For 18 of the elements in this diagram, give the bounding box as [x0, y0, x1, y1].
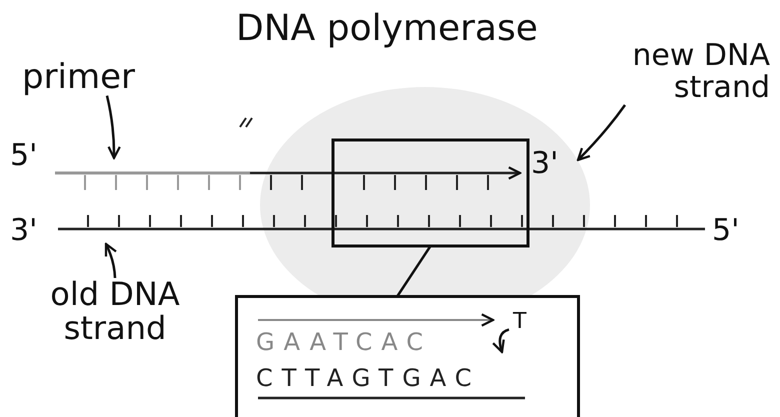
end-label: 3' [10, 215, 38, 246]
leader-arrow [576, 104, 626, 162]
base-sequence: CTTAGTGAC [256, 366, 481, 392]
leader-arrow [492, 328, 510, 354]
sequence-inset-panel [235, 295, 580, 417]
end-label: 5' [712, 215, 740, 246]
zoom-frame [332, 138, 530, 248]
nucleotide-letter: T [513, 310, 533, 334]
enzyme-label: DNA polymerase [236, 10, 538, 48]
leader-arrow [106, 95, 121, 160]
base-sequence: GAATCAC [256, 330, 432, 356]
leader-arrow [104, 242, 118, 278]
end-label: 3' [531, 148, 558, 180]
strand-label: old DNA strand [25, 278, 205, 346]
primer-label: primer [22, 60, 192, 96]
end-label: 5' [10, 140, 38, 172]
strand-label: new DNA strand [595, 40, 770, 103]
connector-line [396, 245, 432, 297]
